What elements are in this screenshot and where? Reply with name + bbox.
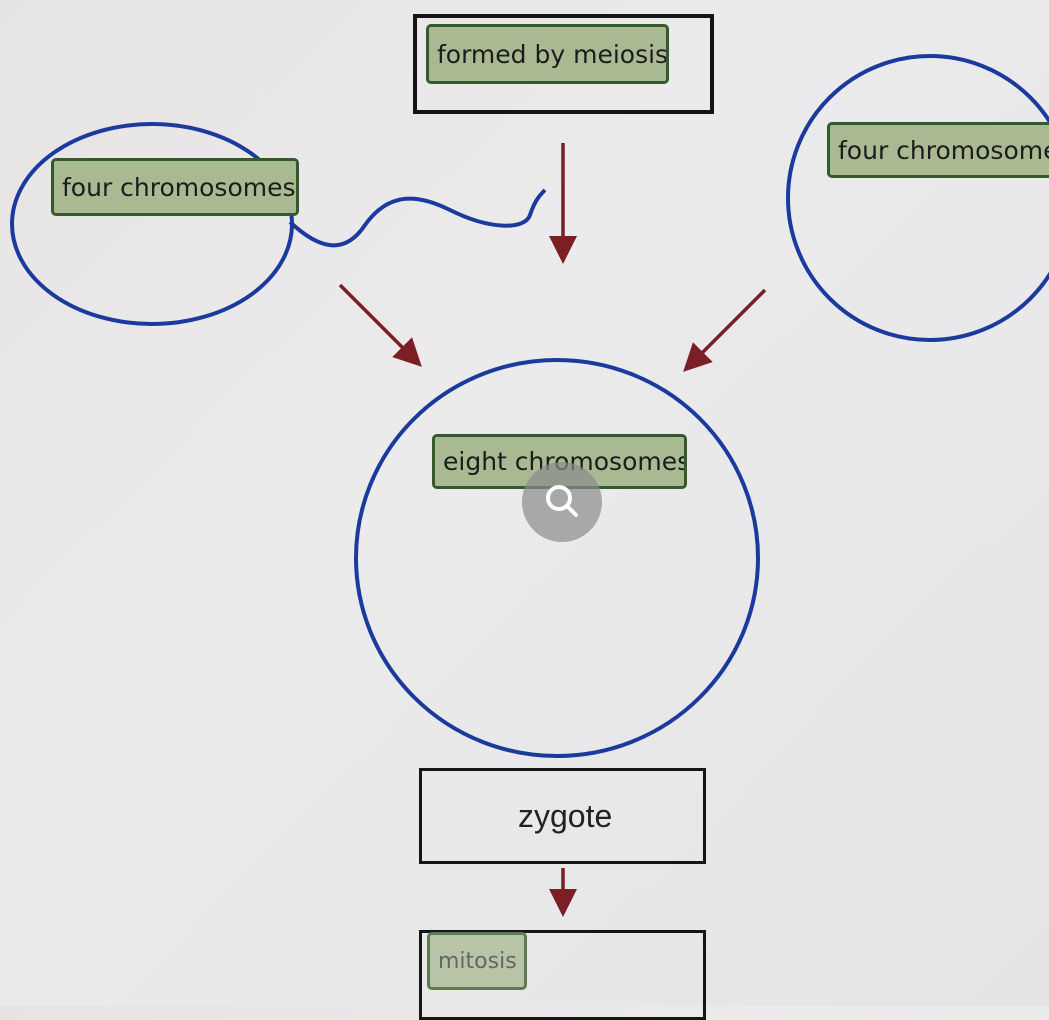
zygote-label: zygote bbox=[518, 798, 613, 834]
chip-formed-by-meiosis[interactable]: formed by meiosis bbox=[426, 24, 669, 84]
chip-four-chromosomes-right[interactable]: four chromosomes bbox=[827, 122, 1049, 178]
magnifier-icon[interactable] bbox=[522, 462, 602, 542]
meiosis-drop-box[interactable] bbox=[413, 14, 714, 114]
left-gamete-ellipse bbox=[10, 122, 294, 326]
sperm-tail bbox=[288, 188, 547, 248]
chip-four-chromosomes-left[interactable]: four chromosomes bbox=[51, 158, 299, 216]
arrow-right-to-zygote bbox=[683, 288, 767, 372]
arrow-left-to-zygote bbox=[338, 283, 422, 367]
chip-mitosis[interactable]: mitosis bbox=[427, 932, 527, 990]
zygote-circle bbox=[354, 358, 760, 758]
right-gamete-ellipse bbox=[786, 54, 1049, 342]
zygote-box[interactable] bbox=[419, 768, 706, 864]
